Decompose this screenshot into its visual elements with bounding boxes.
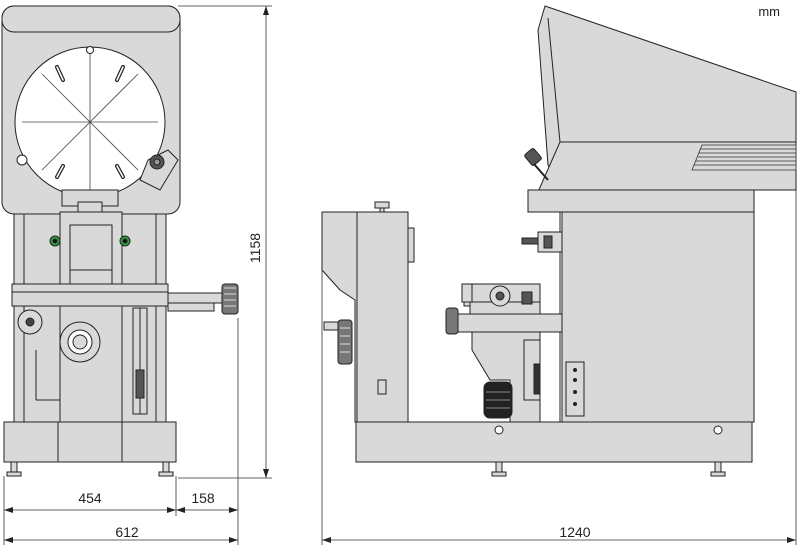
front-x-feed-shaft <box>167 292 225 304</box>
side-hood-vents <box>691 144 797 171</box>
unit-label: mm <box>758 4 780 19</box>
front-column-top-cap <box>77 201 103 213</box>
side-view <box>321 5 797 477</box>
side-stage-table <box>455 313 563 333</box>
side-column-box <box>527 189 755 213</box>
front-view <box>1 5 239 477</box>
side-control-panel <box>565 361 585 417</box>
side-rear-column-panel <box>407 227 415 263</box>
front-head-top-band <box>1 5 181 33</box>
side-dimension-lines <box>321 190 797 545</box>
side-top-stud <box>374 201 390 209</box>
front-stage-crossbar <box>11 283 169 307</box>
side-y-handwheel <box>445 307 459 335</box>
screen-rotation-handle <box>139 149 179 191</box>
side-z-handwheel <box>337 319 353 365</box>
side-feet <box>491 461 726 477</box>
dim-side-length: 1240 <box>559 524 590 540</box>
side-base <box>355 421 753 463</box>
front-dimension-lines <box>3 5 272 545</box>
side-screen-handle <box>524 148 549 181</box>
front-feet <box>6 461 174 477</box>
screen-left-knob <box>16 154 28 166</box>
front-base <box>3 421 177 463</box>
screen-crosshair <box>22 54 158 190</box>
screen-clamp-slots-inner <box>56 66 124 178</box>
dim-handwheel-offset: 158 <box>191 490 215 506</box>
screen-top-knob <box>86 46 94 54</box>
side-rear-indicator <box>377 379 387 395</box>
dim-base-width: 454 <box>78 490 102 506</box>
side-main-body <box>527 189 755 423</box>
dim-front-width: 612 <box>115 524 139 540</box>
dimension-arrows <box>4 6 796 543</box>
side-rear-column <box>321 211 409 423</box>
dim-height: 1158 <box>247 233 263 263</box>
